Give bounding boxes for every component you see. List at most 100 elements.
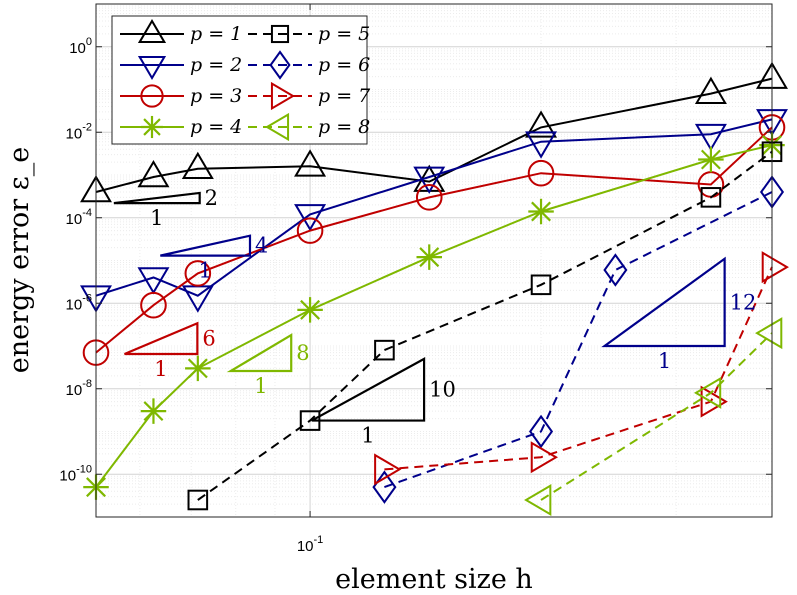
slope-rise-label: 8 bbox=[296, 341, 309, 365]
data-point bbox=[525, 131, 558, 159]
data-point bbox=[374, 339, 395, 361]
data-point bbox=[698, 146, 724, 173]
data-point bbox=[700, 385, 728, 418]
slope-triangle: 18 bbox=[226, 333, 310, 398]
data-point bbox=[694, 123, 727, 152]
data-point bbox=[137, 159, 170, 188]
y-axis-label: energy error ε_e bbox=[4, 147, 35, 373]
legend-label: p = 8 bbox=[318, 116, 370, 138]
slope-run-label: 1 bbox=[150, 206, 163, 230]
legend-marker bbox=[140, 84, 164, 108]
data-point bbox=[140, 291, 167, 319]
data-point bbox=[294, 204, 327, 232]
slope-triangle-shape bbox=[226, 333, 293, 373]
y-tick-label: 10-2 bbox=[66, 121, 92, 142]
data-point bbox=[527, 159, 555, 187]
data-point bbox=[181, 151, 214, 180]
data-point bbox=[528, 198, 554, 225]
data-point bbox=[297, 297, 323, 323]
legend-label: p = 7 bbox=[318, 85, 371, 107]
legend-item: p = 4 bbox=[120, 115, 242, 139]
data-point bbox=[140, 398, 167, 424]
slope-triangle-shape bbox=[113, 191, 201, 205]
data-point bbox=[694, 76, 727, 104]
series-p1 bbox=[80, 61, 788, 203]
slope-triangle: 14 bbox=[160, 234, 268, 283]
legend-marker bbox=[270, 81, 295, 111]
y-tick-label: 100 bbox=[69, 36, 92, 57]
data-point bbox=[415, 184, 443, 211]
slope-rise-label: 6 bbox=[202, 327, 215, 351]
legend-marker bbox=[137, 19, 167, 44]
legend-marker bbox=[265, 112, 290, 142]
data-point bbox=[530, 441, 559, 474]
y-tick-label: 10-4 bbox=[66, 207, 92, 228]
slope-run-label: 1 bbox=[658, 349, 671, 373]
data-point bbox=[700, 187, 722, 208]
data-point bbox=[185, 355, 211, 382]
legend-label: p = 6 bbox=[318, 54, 370, 76]
slope-run-label: 1 bbox=[154, 357, 167, 381]
legend-box bbox=[111, 15, 368, 145]
slope-triangle: 12 bbox=[113, 186, 218, 230]
data-point bbox=[524, 483, 552, 516]
legend-item: p = 7 bbox=[248, 81, 371, 111]
slope-rise-label: 2 bbox=[205, 186, 218, 210]
slope-rise-label: 4 bbox=[255, 234, 268, 258]
legend-label: p = 4 bbox=[190, 116, 242, 138]
slope-rise-label: 10 bbox=[429, 378, 456, 402]
y-tick-label: 10-6 bbox=[66, 292, 92, 313]
slope-run-label: 1 bbox=[198, 259, 211, 283]
legend-item: p = 8 bbox=[248, 112, 370, 142]
legend-label: p = 3 bbox=[190, 85, 242, 107]
legend-marker bbox=[140, 115, 164, 139]
legend-item: p = 6 bbox=[248, 50, 370, 80]
y-tick-label: 10-10 bbox=[59, 463, 92, 484]
data-point bbox=[761, 251, 789, 284]
data-point bbox=[294, 149, 327, 177]
series-p2 bbox=[80, 109, 788, 313]
slope-triangle-shape bbox=[160, 234, 252, 257]
slope-run-label: 1 bbox=[254, 374, 267, 398]
data-point bbox=[416, 244, 443, 270]
slope-rise-label: 12 bbox=[730, 290, 757, 314]
axis-ticks: 10-10 10-8 10-6 10-4 10-2 100 10-1 bbox=[59, 4, 772, 555]
data-point bbox=[530, 274, 552, 296]
slope-triangle-shape bbox=[601, 256, 726, 348]
data-point bbox=[525, 110, 558, 138]
series-line bbox=[540, 332, 773, 501]
data-point bbox=[693, 376, 722, 409]
slope-run-label: 1 bbox=[361, 424, 374, 448]
series-line bbox=[384, 266, 773, 471]
legend-marker bbox=[269, 50, 291, 80]
legend-marker bbox=[270, 24, 290, 44]
series-p7 bbox=[374, 251, 789, 486]
data-point bbox=[529, 414, 554, 449]
plot-frame bbox=[95, 3, 773, 518]
data-point bbox=[296, 217, 324, 244]
legend-item: p = 2 bbox=[120, 54, 242, 80]
data-point bbox=[755, 317, 783, 350]
legend-item: p = 1 bbox=[120, 19, 242, 45]
x-axis-label: element size h bbox=[335, 564, 533, 595]
x-tick-label: 10-1 bbox=[297, 534, 323, 555]
legend-label: p = 2 bbox=[190, 54, 242, 76]
legend-item: p = 3 bbox=[120, 84, 242, 108]
data-point bbox=[184, 260, 212, 287]
data-point bbox=[187, 489, 209, 511]
series-line bbox=[384, 191, 773, 489]
slope-triangle: 1 10 bbox=[311, 357, 456, 448]
series-p8 bbox=[524, 317, 783, 516]
legend-item: p = 5 bbox=[248, 23, 370, 45]
legend: p = 1 p = 2 p = 3 p = 4 p = 5 p = 6 p = 7 p = 8 bbox=[111, 15, 371, 145]
series-line bbox=[95, 126, 773, 354]
slope-triangle: 1 12 bbox=[601, 256, 757, 373]
slope-triangle: 16 bbox=[124, 321, 216, 381]
y-tick-label: 10-8 bbox=[66, 378, 92, 399]
legend-label: p = 5 bbox=[318, 23, 370, 45]
legend-marker bbox=[137, 55, 167, 80]
legend-label: p = 1 bbox=[190, 23, 242, 45]
